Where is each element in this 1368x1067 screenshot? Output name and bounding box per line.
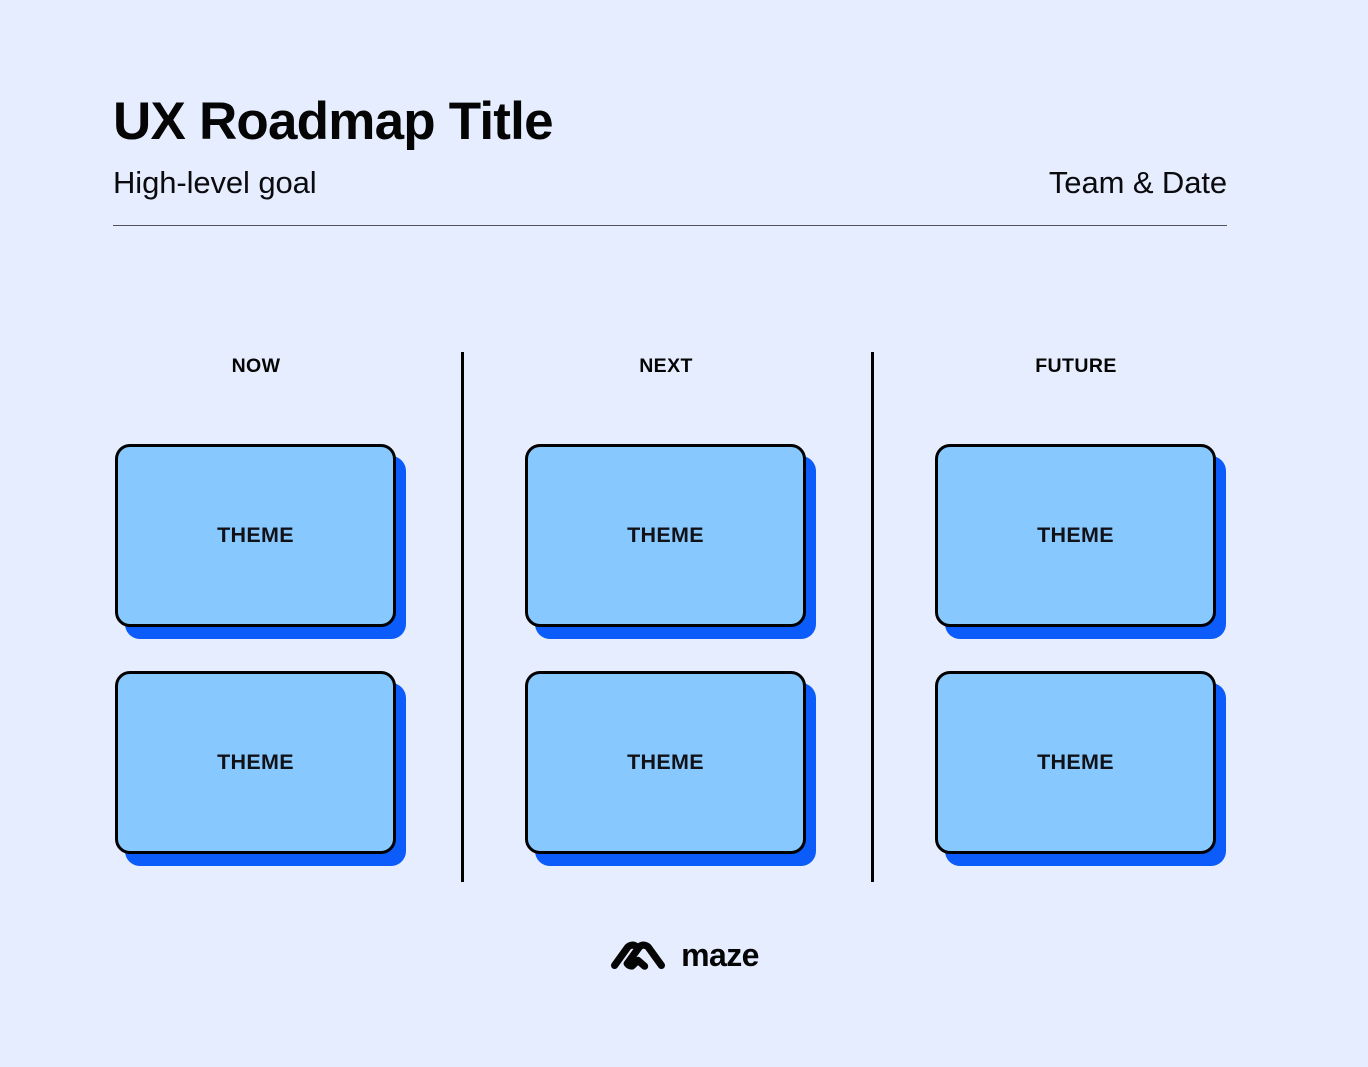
theme-card[interactable]: THEME <box>525 444 817 639</box>
high-level-goal-text: High-level goal <box>113 165 317 201</box>
theme-card-label: THEME <box>627 523 704 547</box>
theme-card[interactable]: THEME <box>115 671 407 866</box>
card-stack-now: THEME THEME <box>115 444 407 898</box>
theme-card-label: THEME <box>217 750 294 774</box>
theme-card-body[interactable]: THEME <box>525 444 806 627</box>
page-title: UX Roadmap Title <box>113 92 554 151</box>
roadmap-column-next: NEXT THEME THEME <box>516 352 816 866</box>
theme-card-body[interactable]: THEME <box>115 444 396 627</box>
theme-card-label: THEME <box>1037 523 1114 547</box>
roadmap-column-now: NOW THEME THEME <box>106 352 406 866</box>
column-divider-next-future <box>871 352 874 882</box>
theme-card[interactable]: THEME <box>935 671 1227 866</box>
column-divider-now-next <box>461 352 464 882</box>
team-and-date-text: Team & Date <box>1048 165 1227 201</box>
theme-card-body[interactable]: THEME <box>935 444 1216 627</box>
maze-wordmark: maze <box>681 937 759 973</box>
column-header-now: NOW <box>231 355 281 377</box>
theme-card-body[interactable]: THEME <box>525 671 806 854</box>
roadmap-board: NOW THEME THEME NEXT <box>0 352 1368 882</box>
theme-card[interactable]: THEME <box>115 444 407 639</box>
header-divider <box>113 225 1227 227</box>
column-header-next: NEXT <box>639 355 693 377</box>
maze-logo: maze <box>0 938 1368 972</box>
theme-card-body[interactable]: THEME <box>935 671 1216 854</box>
roadmap-column-future: FUTURE THEME THEME <box>926 352 1226 866</box>
theme-card-label: THEME <box>627 750 704 774</box>
theme-card-body[interactable]: THEME <box>115 671 396 854</box>
card-stack-next: THEME THEME <box>525 444 817 898</box>
card-stack-future: THEME THEME <box>935 444 1227 898</box>
theme-card-label: THEME <box>1037 750 1114 774</box>
theme-card-label: THEME <box>217 523 294 547</box>
column-header-future: FUTURE <box>1035 355 1117 377</box>
header-meta-row: High-level goal Team & Date <box>113 165 1227 201</box>
roadmap-header: UX Roadmap Title High-level goal Team & … <box>113 92 1227 227</box>
theme-card[interactable]: THEME <box>525 671 817 866</box>
theme-card[interactable]: THEME <box>935 444 1227 639</box>
maze-chevron-icon <box>611 941 666 970</box>
